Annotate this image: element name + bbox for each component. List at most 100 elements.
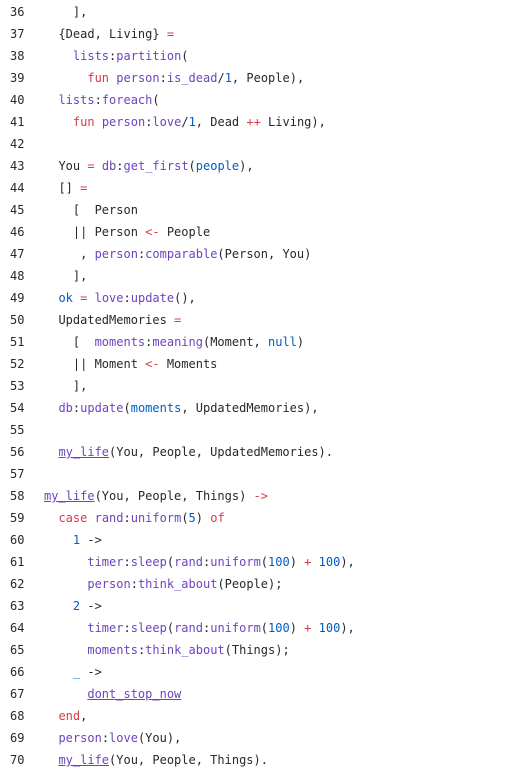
code-line[interactable]: 43 You = db:get_first(people), (0, 155, 527, 177)
code-line[interactable]: 48 ], (0, 265, 527, 287)
code-token: meaning (152, 335, 203, 349)
code-token: rand (94, 511, 124, 525)
line-number: 41 (10, 115, 25, 129)
code-token: my_life (58, 445, 110, 459)
code-text: db:update(moments, UpdatedMemories), (40, 397, 527, 419)
code-text: end, (40, 705, 527, 727)
code-line[interactable]: 50 UpdatedMemories = (0, 309, 527, 331)
code-text: || Moment <- Moments (40, 353, 527, 375)
code-token (95, 115, 102, 129)
code-token: : (202, 621, 211, 635)
code-line[interactable]: 39 fun person:is_dead/1, People), (0, 67, 527, 89)
code-line[interactable]: 68 end, (0, 705, 527, 727)
code-token: ( (260, 621, 269, 635)
code-line[interactable]: 63 2 -> (0, 595, 527, 617)
code-text: ok = love:update(), (40, 287, 527, 309)
code-token: : (137, 643, 146, 657)
code-token (44, 291, 58, 305)
code-line[interactable]: 47 , person:comparable(Person, You) (0, 243, 527, 265)
line-number: 63 (10, 599, 25, 613)
code-token: / (181, 115, 189, 129)
code-token: (You), (137, 731, 182, 745)
line-number: 62 (10, 577, 25, 591)
line-number: 40 (10, 93, 25, 107)
code-line[interactable]: 65 moments:think_about(Things); (0, 639, 527, 661)
code-token (44, 753, 58, 767)
code-line[interactable]: 52 || Moment <- Moments (0, 353, 527, 375)
line-number: 44 (10, 181, 25, 195)
code-token: + (304, 621, 312, 635)
code-token: update (80, 401, 124, 415)
code-token: : (123, 621, 131, 635)
code-text: _ -> (40, 661, 527, 683)
code-token: = (80, 291, 88, 305)
code-line[interactable]: 56 my_life(You, People, UpdatedMemories)… (0, 441, 527, 463)
line-number: 58 (10, 489, 25, 503)
line-number: 38 (10, 49, 25, 63)
code-line[interactable]: 66 _ -> (0, 661, 527, 683)
code-token (44, 731, 58, 745)
code-token: null (268, 335, 297, 349)
code-line[interactable]: 69 person:love(You), (0, 727, 527, 749)
code-token: _ (72, 665, 81, 679)
code-token: <- (145, 225, 160, 239)
code-line[interactable]: 44 [] = (0, 177, 527, 199)
code-token: ++ (246, 115, 261, 129)
line-number: 39 (10, 71, 25, 85)
code-token: , (80, 709, 88, 723)
code-line[interactable]: 41 fun person:love/1, Dead ++ Living), (0, 111, 527, 133)
code-token: db (58, 401, 73, 415)
code-line[interactable]: 59 case rand:uniform(5) of (0, 507, 527, 529)
code-line[interactable]: 37 {Dead, Living} = (0, 23, 527, 45)
code-token: , Dead (195, 115, 247, 129)
code-line[interactable]: 60 1 -> (0, 529, 527, 551)
code-token: person (94, 247, 138, 261)
code-token: ], (44, 269, 88, 283)
code-line[interactable]: 42 (0, 133, 527, 155)
code-line[interactable]: 67 dont_stop_now (0, 683, 527, 705)
code-token: ( (181, 49, 189, 63)
code-token: ( (152, 93, 160, 107)
code-line[interactable]: 46 || Person <- People (0, 221, 527, 243)
code-text: fun person:love/1, Dead ++ Living), (40, 111, 527, 133)
code-line[interactable]: 40 lists:foreach( (0, 89, 527, 111)
code-token: my_life (44, 489, 95, 503)
code-line[interactable]: 54 db:update(moments, UpdatedMemories), (0, 397, 527, 419)
code-line[interactable]: 64 timer:sleep(rand:uniform(100) + 100), (0, 617, 527, 639)
code-token: (), (174, 291, 196, 305)
line-number: 43 (10, 159, 25, 173)
code-token: (Moment, (202, 335, 268, 349)
code-token: You (44, 159, 88, 173)
code-line[interactable]: 38 lists:partition( (0, 45, 527, 67)
code-line[interactable]: 51 [ moments:meaning(Moment, null) (0, 331, 527, 353)
code-token: / (217, 71, 225, 85)
code-line[interactable]: 62 person:think_about(People); (0, 573, 527, 595)
code-token: ], (44, 5, 88, 19)
line-number: 67 (10, 687, 25, 701)
code-token: person (101, 115, 146, 129)
code-line[interactable]: 61 timer:sleep(rand:uniform(100) + 100), (0, 551, 527, 573)
line-number: 52 (10, 357, 25, 371)
code-token: love (94, 291, 124, 305)
code-token: Moments (159, 357, 218, 371)
code-line[interactable]: 70 my_life(You, People, Things). (0, 749, 527, 771)
code-line[interactable]: 49 ok = love:update(), (0, 287, 527, 309)
code-line[interactable]: 45 [ Person (0, 199, 527, 221)
code-token: : (130, 577, 138, 591)
code-token: : (101, 731, 110, 745)
code-line[interactable]: 36 ], (0, 1, 527, 23)
code-text: UpdatedMemories = (40, 309, 527, 331)
code-token: my_life (58, 753, 110, 767)
code-token: = (80, 181, 88, 195)
code-text: {Dead, Living} = (40, 23, 527, 45)
code-line[interactable]: 55 (0, 419, 527, 441)
code-token (87, 291, 94, 305)
code-token: uniform (130, 511, 182, 525)
code-token: love (109, 731, 138, 745)
code-token: ( (181, 511, 189, 525)
code-text: lists:partition( (40, 45, 527, 67)
code-line[interactable]: 57 (0, 463, 527, 485)
code-line[interactable]: 53 ], (0, 375, 527, 397)
